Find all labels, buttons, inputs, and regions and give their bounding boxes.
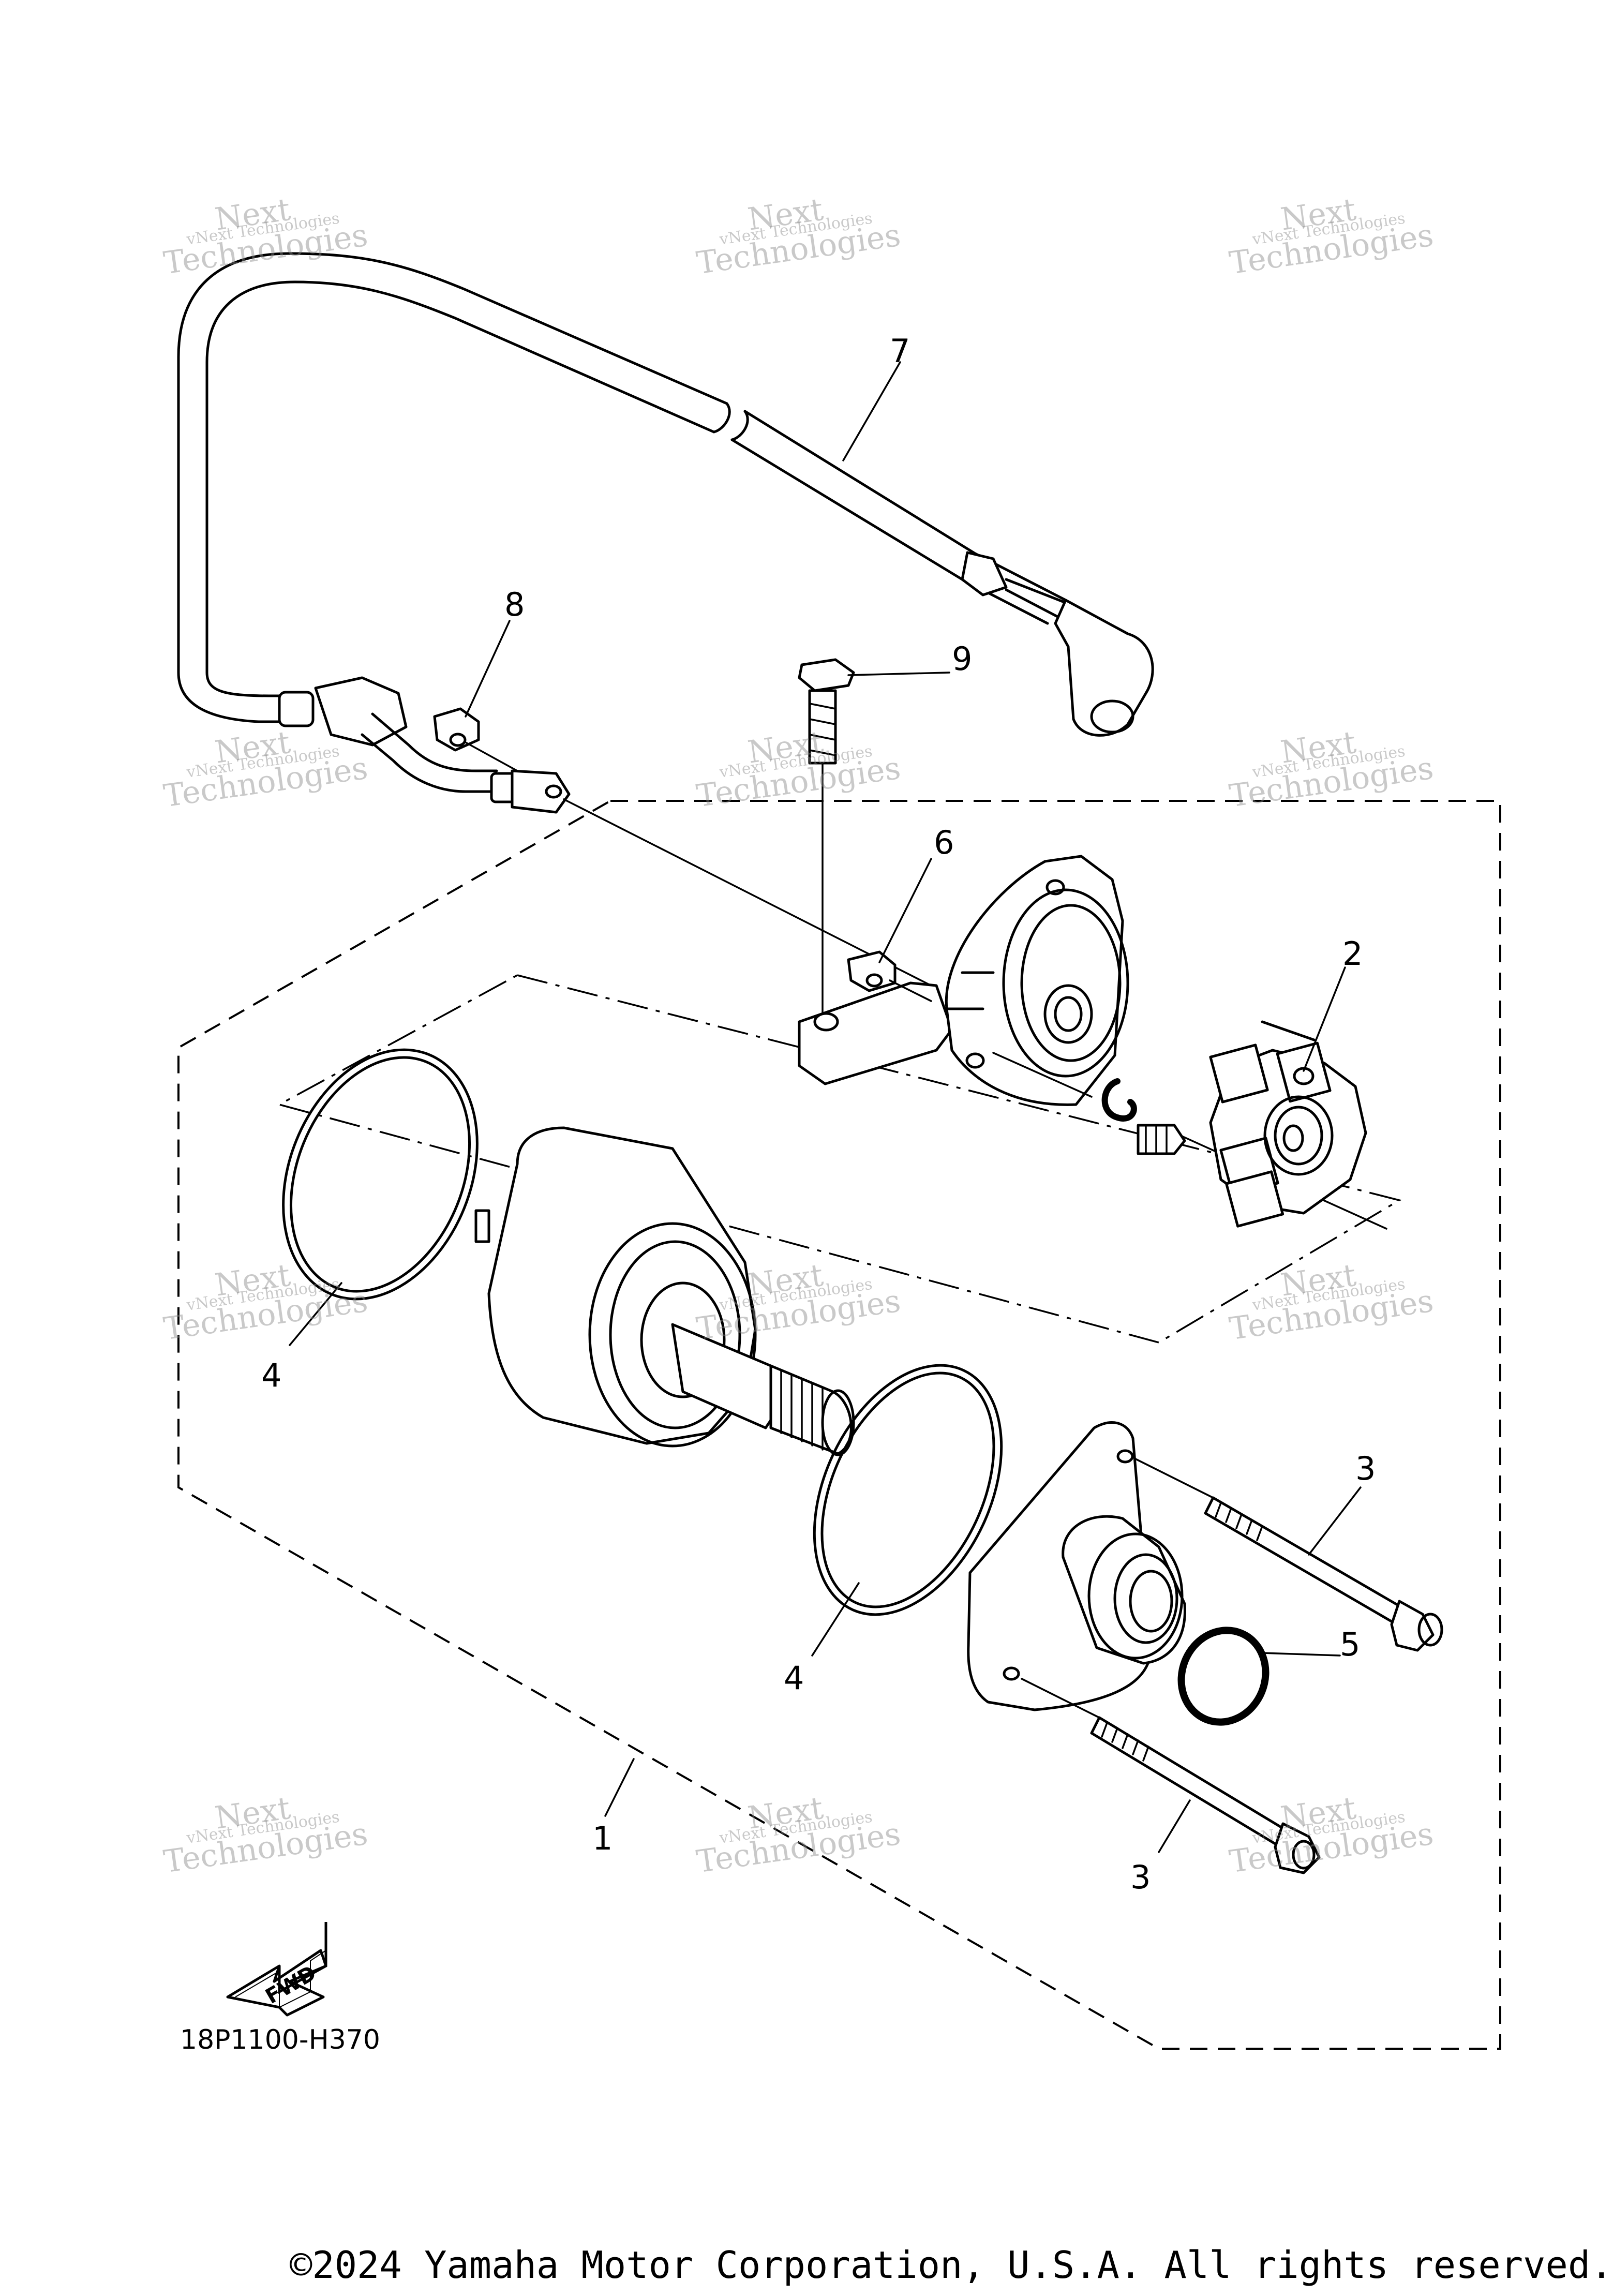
callout-1: 1: [592, 1820, 613, 1857]
figure-code: 18P1100-H370: [180, 2024, 380, 2055]
callout-2: 2: [1342, 935, 1363, 973]
nut-part-6: [847, 950, 932, 1002]
through-bolt-part-3-upper: [1204, 1496, 1443, 1652]
watermark: Next vNext Technologies Technologies: [694, 191, 903, 281]
callout-3-upper: 3: [1355, 1450, 1376, 1487]
watermark: Next vNext Technologies Technologies: [1227, 191, 1436, 281]
watermark: Next vNext Technologies Technologies: [694, 1790, 903, 1880]
callout-leaders: [289, 361, 1362, 1853]
callout-5: 5: [1340, 1626, 1360, 1663]
reference-plane-dashdot: [277, 974, 1402, 1344]
callout-7: 7: [890, 332, 910, 370]
starter-yoke-armature: [474, 1126, 855, 1456]
through-bolt-part-3-lower: [1090, 1716, 1321, 1874]
watermark: Next vNext Technologies Technologies: [1227, 1257, 1436, 1347]
callout-6: 6: [934, 824, 954, 861]
fwd-arrow-icon: FWD: [226, 1922, 327, 2017]
starter-cable: [177, 252, 1154, 987]
starter-rear-cover: [798, 855, 1129, 1106]
watermark: Next vNext Technologies Technologies: [1227, 1790, 1436, 1880]
watermark: Next vNext Technologies Technologies: [161, 1257, 370, 1347]
callout-3-lower: 3: [1130, 1858, 1151, 1896]
callout-4-left: 4: [261, 1356, 281, 1394]
brush-holder-part-2: [1137, 1020, 1367, 1228]
copyright-notice: ©2024 Yamaha Motor Corporation, U.S.A. A…: [290, 2243, 1613, 2287]
callout-4-right: 4: [784, 1659, 804, 1697]
callout-8: 8: [504, 586, 525, 623]
o-ring-part-4-right: [813, 1364, 1003, 1616]
bolt-part-9: [798, 658, 855, 1023]
starter-front-cover: [967, 1421, 1214, 1719]
watermark: Next vNext Technologies Technologies: [1227, 724, 1436, 814]
nut-part-8: [433, 707, 518, 772]
circlip: [1101, 1078, 1137, 1122]
watermark: Next vNext Technologies Technologies: [161, 191, 370, 281]
callout-9: 9: [952, 640, 972, 678]
watermark: Next vNext Technologies Technologies: [694, 724, 903, 814]
watermark-group: Next vNext Technologies Technologies Nex…: [161, 191, 1436, 1880]
o-ring-part-5: [1177, 1627, 1270, 1726]
watermark: Next vNext Technologies Technologies: [161, 1790, 370, 1880]
